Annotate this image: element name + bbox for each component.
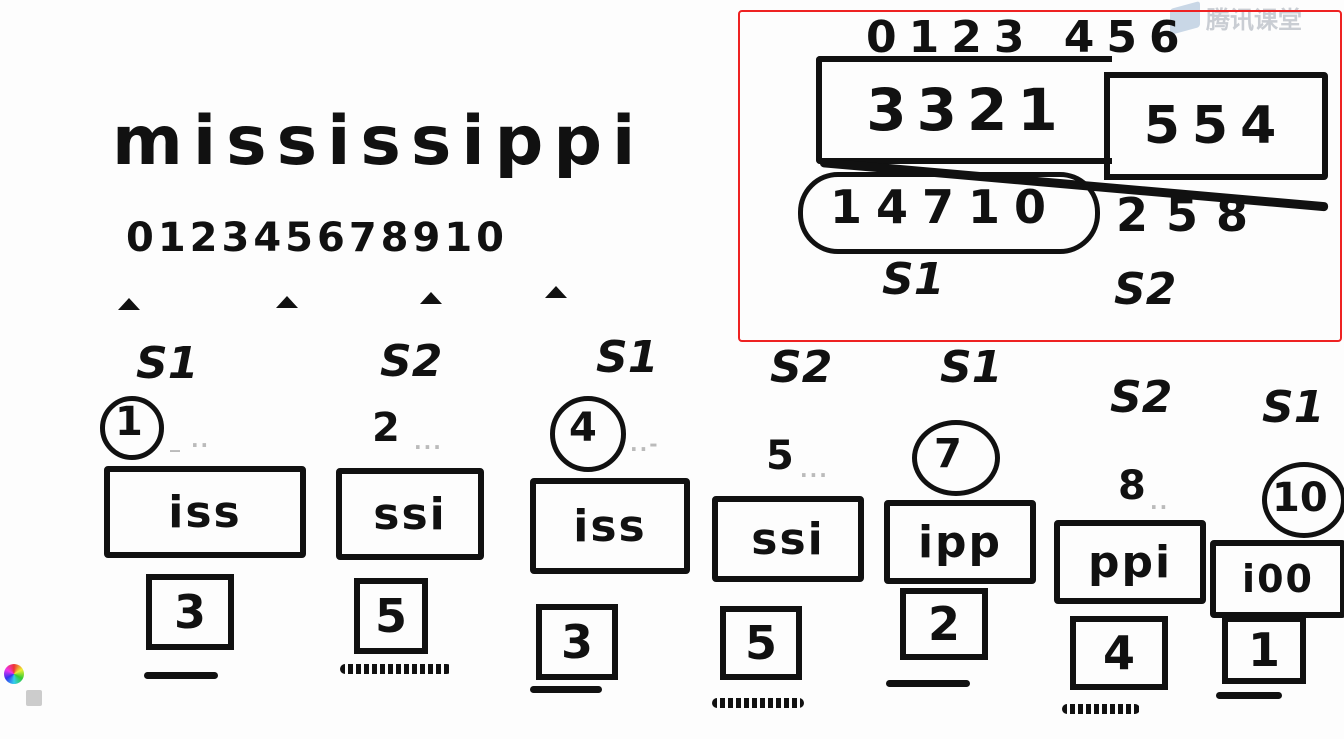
rank-box: 5 <box>354 578 428 654</box>
marker-triangle <box>420 292 442 304</box>
squiggle-mark <box>340 664 452 674</box>
inset-label-s2: S2 <box>1114 264 1177 315</box>
pointer-icon[interactable] <box>26 690 42 706</box>
squiggle-mark <box>1062 704 1140 714</box>
rank-box: 2 <box>900 588 988 660</box>
triple-box: ppi <box>1054 520 1206 604</box>
set-label: S1 <box>136 338 199 389</box>
inset-indices-s1: 14710 <box>830 180 1061 234</box>
triple-box: i00 <box>1210 540 1344 618</box>
inset-ranks-left-box: 3321 <box>816 56 1112 164</box>
triple-box: ssi <box>336 468 484 560</box>
index-row: 012345678910 <box>126 215 508 261</box>
set-label: S1 <box>596 332 659 383</box>
rank-box: 5 <box>720 606 802 680</box>
group-index: 2 <box>372 405 400 451</box>
trailing-dots: _ .. <box>170 428 211 452</box>
triple-box: ipp <box>884 500 1036 584</box>
set-label: S2 <box>770 342 833 393</box>
set-label: S2 <box>380 336 443 387</box>
marker-triangle <box>118 298 140 310</box>
squiggle-mark <box>712 698 804 708</box>
group-index: 4 <box>569 405 597 451</box>
group-index: 8 <box>1118 463 1146 509</box>
rank-box: 3 <box>146 574 234 650</box>
index-circle <box>100 396 164 460</box>
inset-ranks-right-box: 554 <box>1104 72 1328 180</box>
inset-label-s1: S1 <box>882 254 945 305</box>
inset-s1-circle <box>798 172 1100 254</box>
input-string: mississippi <box>112 102 646 181</box>
highlighted-inset <box>738 10 1342 342</box>
index-circle <box>912 420 1000 496</box>
triple-box: iss <box>104 466 306 558</box>
set-label: S1 <box>940 342 1003 393</box>
triple-box: iss <box>530 478 690 574</box>
rank-box: 1 <box>1222 616 1306 684</box>
marker-triangle <box>276 296 298 308</box>
group-index: 7 <box>934 431 962 477</box>
trailing-dots: ... <box>800 458 829 482</box>
marker-triangle <box>545 286 567 298</box>
underline-mark <box>1216 692 1282 699</box>
set-label: S2 <box>1110 372 1173 423</box>
index-circle <box>1262 462 1344 538</box>
inset-indices-s2: 258 <box>1116 188 1267 242</box>
group-index: 10 <box>1272 475 1328 521</box>
inset-positions: 0123 456 <box>866 12 1192 63</box>
triple-box: ssi <box>712 496 864 582</box>
trailing-dots: ... <box>414 430 443 454</box>
trailing-dots: .. <box>1150 490 1170 514</box>
index-circle <box>550 396 626 472</box>
color-wheel-icon[interactable] <box>4 664 24 684</box>
trailing-dots: ..- <box>630 432 660 456</box>
group-index: 1 <box>115 399 143 445</box>
underline-mark <box>144 672 218 679</box>
underline-mark <box>530 686 602 693</box>
group-index: 5 <box>766 433 794 479</box>
underline-mark <box>886 680 970 687</box>
rank-box: 3 <box>536 604 618 680</box>
rank-box: 4 <box>1070 616 1168 690</box>
set-label: S1 <box>1262 382 1325 433</box>
